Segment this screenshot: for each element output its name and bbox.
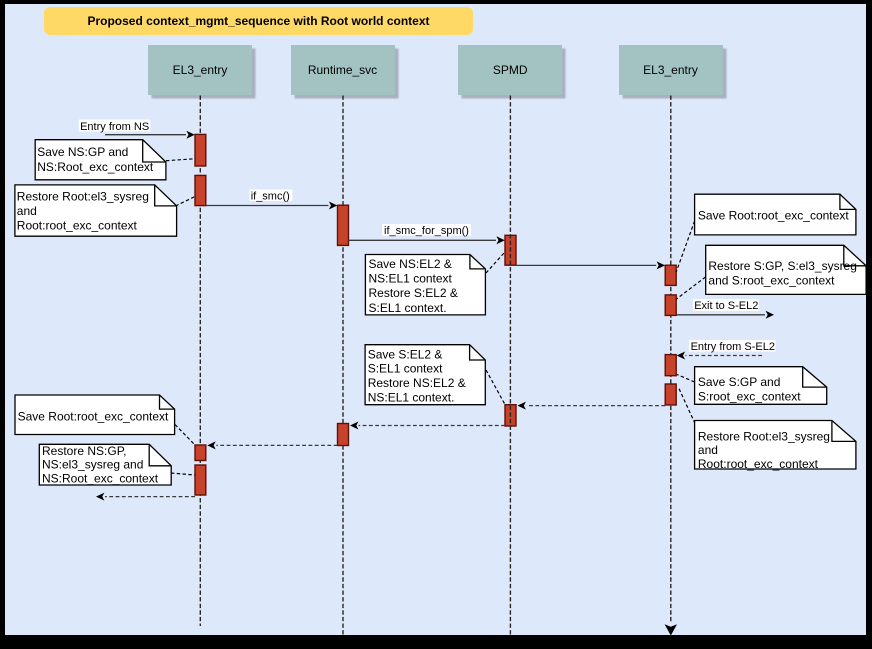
svg-text:Restore NS:EL2 &: Restore NS:EL2 & [368,376,466,390]
svg-text:if_smc_for_spm(): if_smc_for_spm() [384,225,469,237]
svg-text:if_smc(): if_smc() [251,190,290,202]
svg-text:Restore Root:el3_sysreg: Restore Root:el3_sysreg [698,429,830,443]
svg-text:Root:root_exc_context: Root:root_exc_context [698,457,819,471]
svg-text:Restore Root:el3_sysreg: Restore Root:el3_sysreg [17,189,149,203]
svg-text:Exit to S-EL2: Exit to S-EL2 [694,300,758,312]
svg-text:Save NS:EL2 &: Save NS:EL2 & [369,257,452,271]
svg-text:NS:EL1 context.: NS:EL1 context. [368,390,455,404]
svg-text:Save S:GP and: Save S:GP and [698,375,781,389]
svg-text:Restore S:EL2 &: Restore S:EL2 & [369,286,458,300]
svg-text:S:EL1 context.: S:EL1 context. [369,301,447,315]
svg-text:Root:root_exc_context: Root:root_exc_context [17,218,138,232]
svg-text:NS:Root_exc_context: NS:Root_exc_context [37,160,154,174]
svg-text:Save S:EL2 &: Save S:EL2 & [368,348,443,362]
svg-text:and: and [17,204,37,218]
svg-text:NS:EL1 context: NS:EL1 context [369,271,453,285]
svg-text:Save Root:root_exc_context: Save Root:root_exc_context [18,410,169,424]
svg-text:Entry from NS: Entry from NS [80,121,149,133]
svg-text:Save Root:root_exc_context: Save Root:root_exc_context [698,209,849,223]
svg-text:Restore S:GP, S:el3_sysreg: Restore S:GP, S:el3_sysreg [708,259,857,273]
svg-text:and: and [698,443,718,457]
svg-text:S:root_exc_context: S:root_exc_context [698,390,801,404]
svg-text:and S:root_exc_context: and S:root_exc_context [708,274,835,288]
svg-text:Save NS:GP and: Save NS:GP and [37,145,128,159]
svg-text:NS:Root_exc_context: NS:Root_exc_context [42,471,159,485]
svg-text:S:EL1 context: S:EL1 context [368,362,443,376]
svg-text:NS:el3_sysreg and: NS:el3_sysreg and [42,458,143,472]
svg-text:Entry from S-EL2: Entry from S-EL2 [691,341,775,353]
svg-text:Restore NS:GP,: Restore NS:GP, [42,444,126,458]
